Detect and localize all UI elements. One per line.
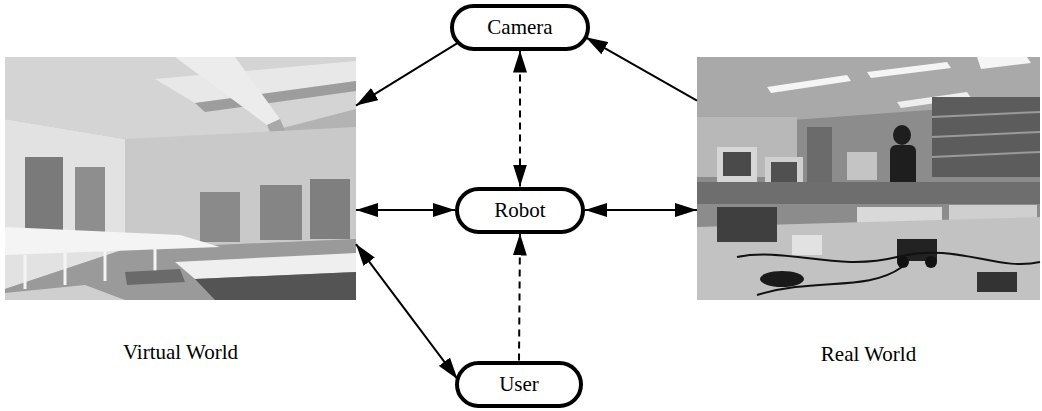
connector <box>586 37 697 100</box>
connector <box>356 244 458 379</box>
image-panel: Real World <box>697 57 1040 300</box>
image-panel: Virtual World <box>5 57 356 300</box>
node-label: Virtual World <box>0 340 376 364</box>
rounded-node: User <box>455 361 583 408</box>
real-world-image <box>697 57 1040 300</box>
node-label: User <box>499 372 539 396</box>
connector <box>356 43 457 105</box>
virtual-world-image <box>5 57 356 300</box>
node-label: Real World <box>677 342 1042 366</box>
connector <box>585 209 697 211</box>
node-label: Robot <box>494 198 545 222</box>
connector <box>519 51 521 187</box>
connector <box>519 234 520 361</box>
connector <box>356 209 455 211</box>
rounded-node: Robot <box>455 187 585 234</box>
rounded-node: Camera <box>450 4 590 51</box>
node-label: Camera <box>487 15 552 39</box>
